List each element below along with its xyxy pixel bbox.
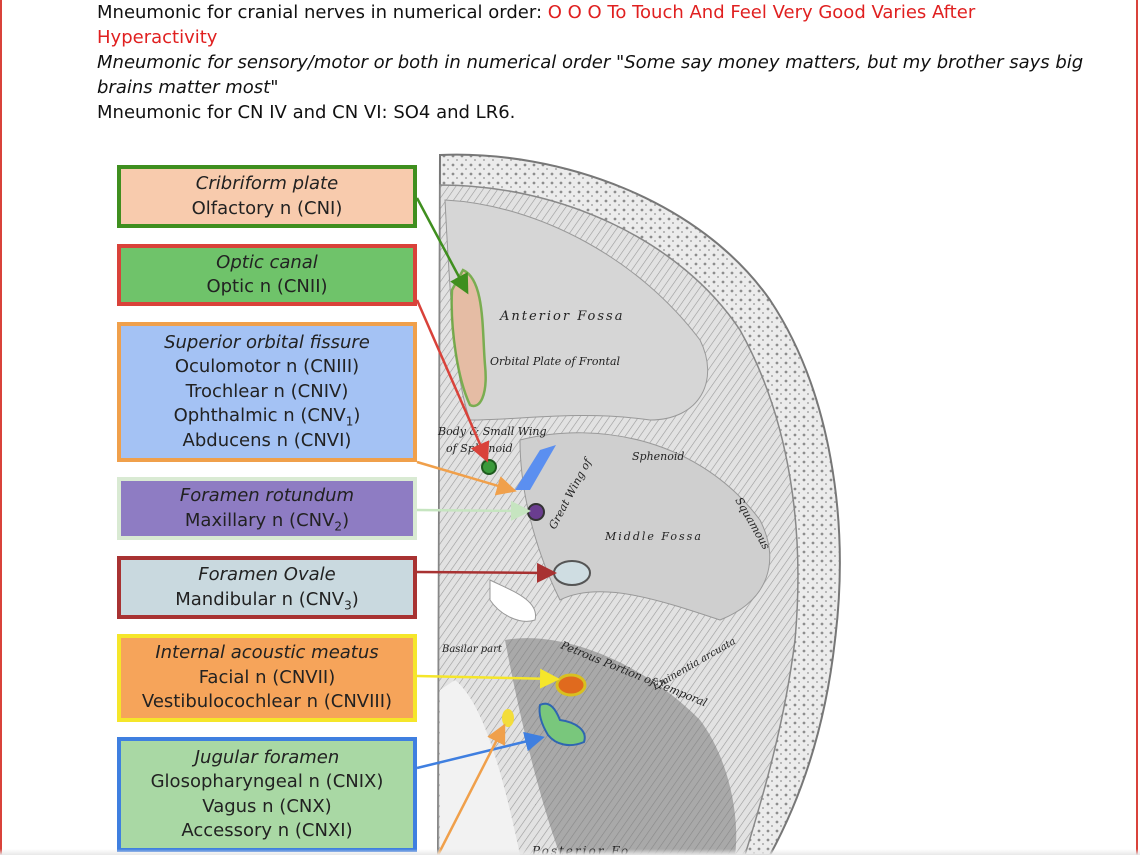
label-of-sphenoid: of Sphenoid: [446, 442, 513, 455]
box-line: Vestibulocochlear n (CNVIII): [141, 691, 393, 713]
label-body-small-wing: Body & Small Wing: [437, 425, 547, 438]
mnemonic-cranial-nerves-label: Mneumonic for cranial nerves in numerica…: [97, 2, 548, 23]
foramen-rotundum-marker: [527, 503, 545, 521]
box-line: Abducens n (CNVI): [182, 429, 352, 451]
label-middle-fossa: Middle Fossa: [604, 530, 703, 543]
box-title: Optic canal: [216, 251, 318, 273]
superior-orbital-fissure-box: Superior orbital fissure Oculomotor n (C…: [117, 322, 417, 462]
optic-canal-marker: [481, 459, 497, 475]
internal-acoustic-meatus-marker: [555, 673, 587, 697]
superior-orbital-fissure-marker: [515, 445, 556, 490]
label-basilar: Basilar part: [441, 644, 503, 655]
mnemonic-cranial-nerves-phrase: O O O To Touch And Feel Very Good Varies…: [97, 2, 976, 48]
page-border-left: [0, 0, 2, 855]
box-title: Superior orbital fissure: [164, 331, 370, 353]
box-title: Foramen Ovale: [198, 564, 336, 585]
box-line: Mandibular n (CNV3): [175, 588, 359, 613]
bottom-edge-shadow: [0, 849, 1140, 855]
mnemonic-sensory-motor-line: Mneumonic for sensory/motor or both in n…: [97, 52, 1084, 98]
sella-white: [489, 579, 536, 622]
foramen-ovale-box: Foramen Ovale Mandibular n (CNV3): [117, 556, 417, 619]
mnemonic-cn-iv-vi-line: Mneumonic for CN IV and CN VI: SO4 and L…: [97, 102, 516, 123]
box-title: Internal acoustic meatus: [155, 642, 379, 664]
box-line: Optic n (CNII): [206, 276, 328, 297]
optic-canal-box: Optic canal Optic n (CNII): [117, 244, 417, 306]
label-orbital-plate: Orbital Plate of Frontal: [490, 355, 621, 368]
internal-acoustic-meatus-box: Internal acoustic meatus Facial n (CNVII…: [117, 634, 417, 722]
box-line: Oculomotor n (CNIII): [174, 356, 360, 378]
box-line: Olfactory n (CNI): [191, 197, 343, 219]
page-border-right: [1136, 0, 1138, 855]
jugular-foramen-marker: [538, 702, 586, 747]
box-title: Jugular foramen: [194, 746, 340, 768]
box-line: Facial n (CNVII): [198, 666, 336, 688]
box-line: Glosopharyngeal n (CNIX): [150, 771, 384, 792]
label-sphenoid: Sphenoid: [632, 450, 684, 463]
box-title: Cribriform plate: [195, 173, 339, 194]
box-line: Vagus n (CNX): [202, 795, 332, 817]
box-line: Ophthalmic n (CNV1): [173, 405, 361, 429]
box-title: Foramen rotundum: [179, 485, 355, 506]
jugular-foramen-box: Jugular foramen Glosopharyngeal n (CNIX)…: [117, 737, 417, 852]
mnemonic-cranial-nerves-line: Mneumonic for cranial nerves in numerica…: [97, 0, 1097, 50]
foramen-ovale-marker: [553, 560, 591, 586]
hypoglossal-marker: [502, 709, 514, 727]
label-anterior-fossa: Anterior Fossa: [499, 309, 624, 324]
mnemonic-text-block: Mneumonic for cranial nerves in numerica…: [97, 0, 1097, 125]
box-line: Maxillary n (CNV2): [184, 509, 350, 534]
box-line: Trochlear n (CNIV): [185, 380, 349, 402]
foramen-rotundum-box: Foramen rotundum Maxillary n (CNV2): [117, 477, 417, 540]
box-line: Accessory n (CNXI): [181, 820, 353, 841]
cribriform-plate-box: Cribriform plate Olfactory n (CNI): [117, 165, 417, 228]
